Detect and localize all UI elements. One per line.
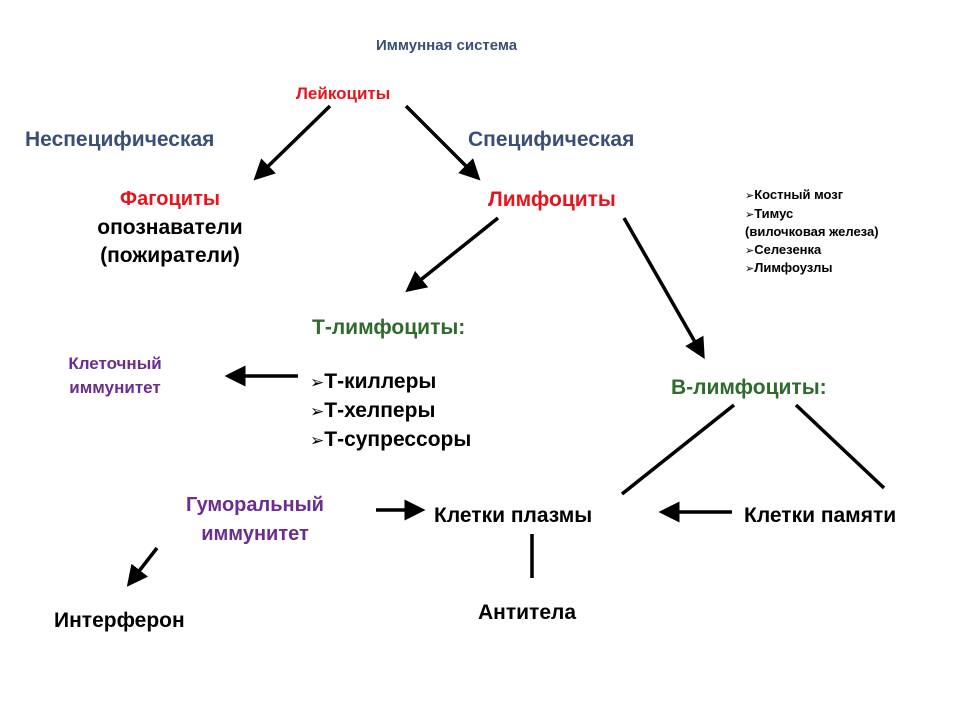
arrow-to-interferon bbox=[126, 546, 159, 587]
organ-item: ➢Селезенка bbox=[745, 241, 879, 260]
cellular-immunity-line-2: иммунитет bbox=[69, 378, 161, 397]
line-b-to-plasma bbox=[620, 403, 736, 496]
lymphocytes-label: Лимфоциты bbox=[488, 188, 616, 211]
arrow-to-lymphocytes bbox=[404, 104, 481, 181]
specific-label: Специфическая bbox=[468, 128, 635, 151]
humoral-immunity-line-1: Гуморальный bbox=[186, 494, 324, 516]
t-lymphocytes-label: Т-лимфоциты: bbox=[312, 316, 466, 339]
leukocytes-label: Лейкоциты bbox=[296, 84, 391, 103]
check-arrow-icon: ➢ bbox=[310, 402, 325, 422]
phagocytes-label: Фагоциты bbox=[120, 188, 220, 210]
b-lymphocytes-label: В-лимфоциты: bbox=[671, 376, 827, 399]
t-cell-type-label: Т-киллеры bbox=[324, 370, 437, 393]
arrow-to-phagocytes bbox=[253, 104, 332, 181]
t-cell-types-list: ➢Т-киллеры ➢Т-хелперы ➢Т-супрессоры bbox=[310, 368, 471, 455]
t-cell-type-item: ➢Т-киллеры bbox=[310, 368, 471, 397]
line-b-to-memory bbox=[794, 403, 886, 490]
check-arrow-icon: ➢ bbox=[310, 373, 325, 393]
diagram-title: Иммунная система bbox=[376, 37, 518, 54]
t-cell-type-label: Т-хелперы bbox=[324, 399, 436, 422]
organ-item: ➢Костный мозг bbox=[745, 186, 879, 205]
organ-item: ➢Тимус bbox=[745, 205, 879, 224]
cellular-immunity-line-1: Клеточный bbox=[68, 354, 162, 373]
check-arrow-icon: ➢ bbox=[745, 243, 755, 257]
humoral-immunity-line-2: иммунитет bbox=[201, 523, 309, 545]
t-cell-type-item: ➢Т-супрессоры bbox=[310, 426, 471, 455]
check-arrow-icon: ➢ bbox=[745, 189, 755, 202]
antibodies-label: Антитела bbox=[478, 601, 577, 624]
check-arrow-icon: ➢ bbox=[310, 431, 325, 451]
arrow-to-b-lymphocytes bbox=[622, 217, 705, 360]
lymphoid-organs-list: ➢Костный мозг ➢Тимус (вилочковая железа)… bbox=[745, 186, 879, 278]
check-arrow-icon: ➢ bbox=[745, 207, 755, 221]
organ-label: Селезенка bbox=[754, 241, 822, 257]
t-cell-type-label: Т-супрессоры bbox=[324, 428, 472, 451]
organ-label: Лимфоузлы bbox=[754, 260, 833, 275]
memory-cells-label: Клетки памяти bbox=[744, 504, 897, 527]
phagocytes-desc-2: (пожиратели) bbox=[100, 244, 240, 267]
organ-label: (вилочковая железа) bbox=[745, 224, 879, 239]
organ-label: Тимус bbox=[754, 205, 794, 221]
nonspecific-label: Неспецифическая bbox=[25, 128, 215, 151]
plasma-cells-label: Клетки плазмы bbox=[434, 504, 593, 527]
arrow-to-t-lymphocytes bbox=[405, 216, 500, 293]
interferon-label: Интерферон bbox=[54, 609, 185, 632]
phagocytes-desc-1: опознаватели bbox=[97, 216, 243, 239]
organ-label: Костный мозг bbox=[754, 187, 844, 202]
organ-item: ➢Лимфоузлы bbox=[745, 259, 879, 278]
organ-item: (вилочковая железа) bbox=[745, 223, 879, 241]
check-arrow-icon: ➢ bbox=[745, 262, 755, 275]
t-cell-type-item: ➢Т-хелперы bbox=[310, 397, 471, 426]
